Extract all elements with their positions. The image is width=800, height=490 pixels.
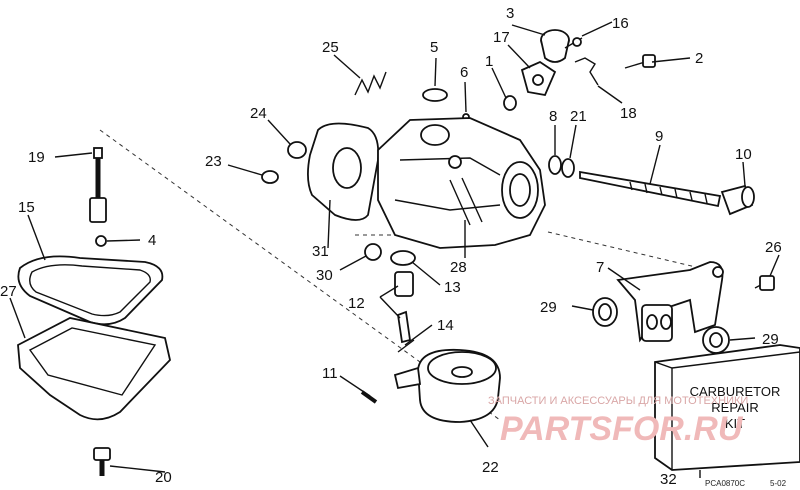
part-14-pin [397, 339, 415, 353]
callout-27: 27 [0, 283, 17, 300]
part-1-washer [503, 95, 517, 111]
part-26-bolt [754, 275, 775, 291]
callout-32: 32 [660, 471, 677, 488]
callout-28: 28 [450, 259, 467, 276]
callout-10: 10 [735, 146, 752, 163]
carburetor-body [377, 117, 546, 249]
callout-18: 18 [620, 105, 637, 122]
callout-4: 4 [148, 232, 156, 249]
part-20-screw [93, 447, 111, 476]
part-5-plug [422, 88, 448, 102]
callout-29-left: 29 [540, 299, 557, 316]
part-7-bracket [616, 261, 724, 343]
watermark-logo: PARTSFOR.RU [500, 410, 744, 448]
part-13-gasket [390, 250, 416, 266]
watermark-tagline: ЗАПЧАСТИ И АКСЕССУАРЫ ДЛЯ МОТОТЕХНИКИ [488, 395, 748, 407]
callout-29-right: 29 [762, 331, 779, 348]
callout-13: 13 [444, 279, 461, 296]
part-16-screw [564, 37, 583, 49]
callout-1: 1 [485, 53, 493, 70]
callout-6: 6 [460, 64, 468, 81]
part-10-nut [720, 184, 755, 216]
callout-22: 22 [482, 459, 499, 476]
callout-8: 8 [549, 108, 557, 125]
kit-label-line2: REPAIR [711, 400, 758, 415]
callout-17: 17 [493, 29, 510, 46]
part-18-link [574, 57, 599, 86]
callout-5: 5 [430, 39, 438, 56]
part-25-spring [354, 71, 387, 96]
part-11-pin [360, 390, 378, 404]
part-17-lever [520, 60, 557, 97]
callout-12: 12 [348, 295, 365, 312]
callout-2: 2 [695, 50, 703, 67]
assembly-guide-line [547, 231, 701, 269]
part-23-washer [261, 170, 279, 184]
diagram-code: PCA0870C [705, 479, 745, 488]
part-21-oring [561, 158, 575, 178]
part-12-needle-seat [394, 271, 414, 344]
part-24-washer [287, 141, 307, 159]
callout-3: 3 [506, 5, 514, 22]
callout-20: 20 [155, 469, 172, 486]
part-9-needle [579, 170, 722, 208]
callout-19: 19 [28, 149, 45, 166]
callout-31: 31 [312, 243, 329, 260]
callout-7: 7 [596, 259, 604, 276]
part-15-gasket [17, 255, 164, 326]
callout-24: 24 [250, 105, 267, 122]
callout-15: 15 [18, 199, 35, 216]
part-27-float-bowl [17, 317, 171, 421]
part-4-nut [95, 235, 107, 247]
part-19-screw [89, 147, 107, 223]
part-3-cam [540, 29, 570, 63]
callout-25: 25 [322, 39, 339, 56]
part-22-float [393, 348, 501, 423]
callout-30: 30 [316, 267, 333, 284]
callout-11: 11 [322, 365, 338, 382]
callout-9: 9 [655, 128, 663, 145]
part-29-grommet-left [592, 297, 618, 327]
part-32-repair-kit [654, 344, 800, 471]
part-30-nut [364, 243, 382, 261]
kit-label-line3: KIT [725, 416, 745, 431]
callout-23: 23 [205, 153, 222, 170]
callout-21: 21 [570, 108, 587, 125]
part-31-gasket [307, 122, 380, 221]
leader-lines [9, 21, 780, 478]
page-number: 5-02 [770, 479, 787, 488]
callout-26: 26 [765, 239, 782, 256]
part-2-screw [624, 54, 656, 69]
kit-label-line1: CARBURETOR [690, 384, 781, 399]
part-29-grommet-right [702, 326, 730, 354]
part-8-washer [548, 155, 562, 175]
callout-14: 14 [437, 317, 454, 334]
callout-16: 16 [612, 15, 629, 32]
